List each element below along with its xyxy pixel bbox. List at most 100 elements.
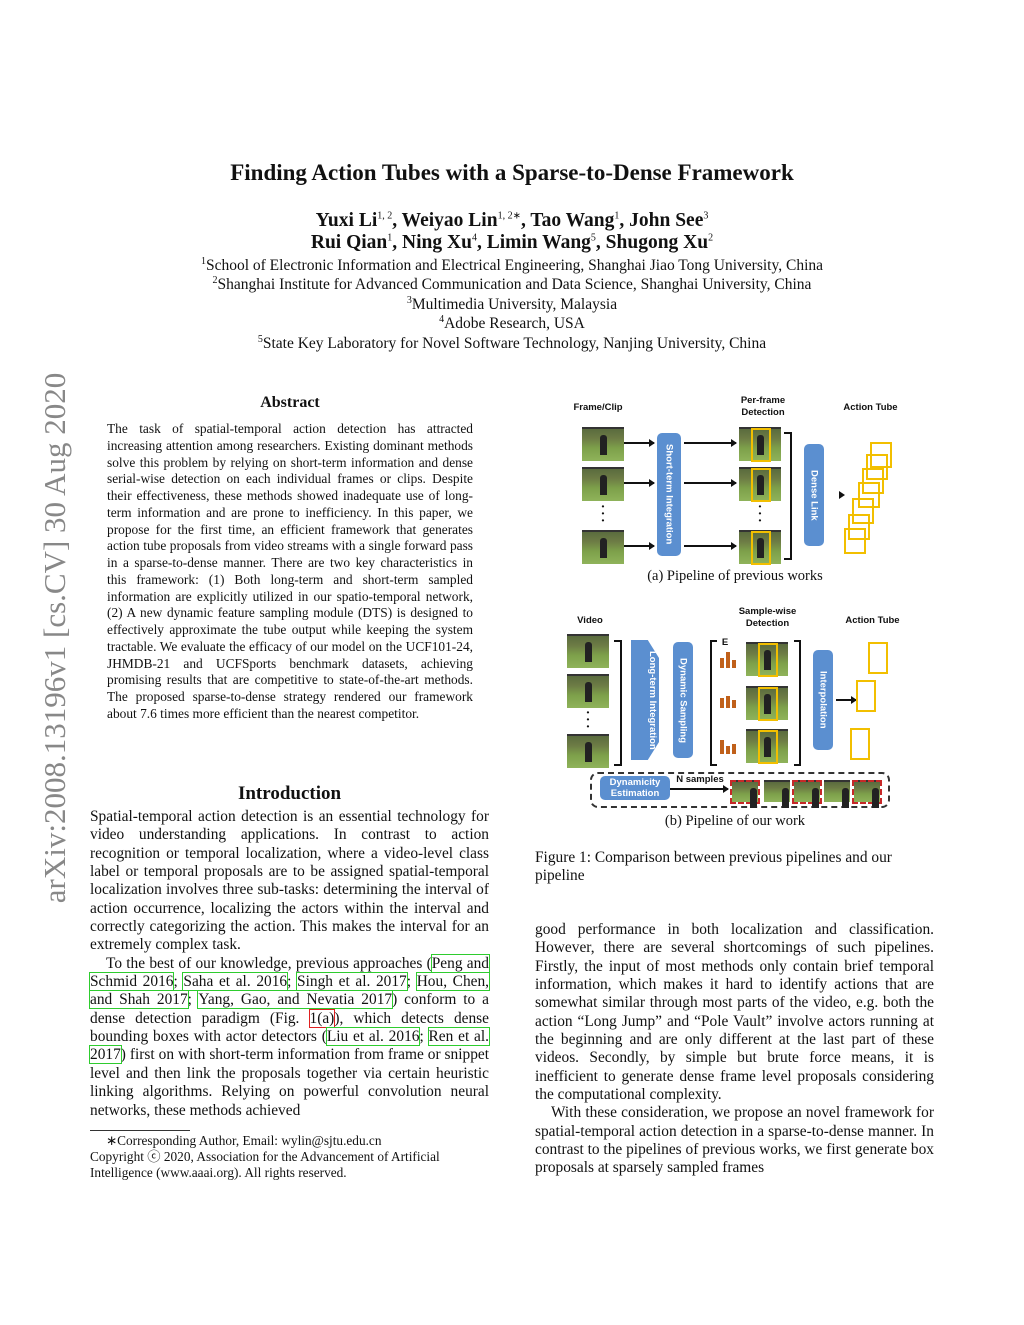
detection-frame xyxy=(746,729,788,764)
aff-text: School of Electronic Information and Ele… xyxy=(205,257,824,275)
figure-ref-link[interactable]: 1(a) xyxy=(308,1008,336,1028)
sep: ; xyxy=(287,973,298,991)
authors-line-1: Yuxi Li1, 2, Weiyao Lin1, 2∗, Tao Wang1,… xyxy=(315,210,709,231)
aff-sup: 4 xyxy=(439,314,445,325)
abstract-heading: Abstract xyxy=(260,394,320,411)
text: ) first on with short-term information f… xyxy=(90,1046,489,1119)
author-sup: 4 xyxy=(471,232,477,244)
citation-link[interactable]: Singh et al. 2017 xyxy=(296,972,408,992)
affiliation: 1School of Electronic Information and El… xyxy=(0,256,1024,275)
authors-line-2: Rui Qian1, Ning Xu4, Limin Wang5, Shugon… xyxy=(310,232,714,253)
bar-icon xyxy=(720,736,740,754)
author-sup: 2 xyxy=(708,232,714,244)
block-label: Short-term Integration xyxy=(663,444,675,545)
ellipsis-icon: ··· xyxy=(757,500,763,529)
dense-link-block: Dense Link xyxy=(804,444,824,546)
citation-link[interactable]: Ren et al. 2017 xyxy=(89,1027,490,1065)
sample-frame xyxy=(792,780,822,808)
arrow-icon xyxy=(670,785,729,793)
block-label: Long-term Integration xyxy=(647,650,658,750)
short-term-integration-block: Short-term Integration xyxy=(657,433,681,556)
citation-link[interactable]: Hou, Chen, and Shah 2017 xyxy=(88,972,491,1010)
video-frame xyxy=(567,634,609,668)
affiliation: 5State Key Laboratory for Novel Software… xyxy=(0,334,1024,353)
video-frame xyxy=(567,674,609,708)
sample-frame xyxy=(852,780,882,808)
video-frame xyxy=(582,467,624,501)
arrow-icon xyxy=(684,479,737,487)
arxiv-identifier[interactable]: arXiv:2008.13196v1 [cs.CV] 30 Aug 2020 xyxy=(37,372,72,904)
label-per-frame-detection: Per-frame Detection xyxy=(740,395,786,418)
bracket xyxy=(784,432,792,560)
affiliation: 4Adobe Research, USA xyxy=(0,314,1024,333)
author: Tao Wang xyxy=(530,210,615,231)
intro-paragraph-2: To the best of our knowledge, previous a… xyxy=(88,953,491,1120)
citation-link[interactable]: Saha et al. 2016 xyxy=(182,972,289,992)
arrow-icon xyxy=(684,439,737,447)
right-paragraph-2: With these consideration, we propose an … xyxy=(535,1104,934,1177)
detection-frame xyxy=(739,530,781,565)
arrow-icon xyxy=(624,439,655,447)
block-label: Dense Link xyxy=(808,469,820,521)
citation-link[interactable]: Peng and Schmid 2016 xyxy=(89,953,490,992)
footnote-rule xyxy=(90,1130,190,1131)
block-label: Interpolation xyxy=(817,671,829,729)
detection-frame xyxy=(739,467,781,502)
action-tube-boxes xyxy=(844,442,894,554)
citation-link[interactable]: Liu et al. 2016 xyxy=(325,1027,421,1047)
right-column-body: good performance in both localization an… xyxy=(535,921,934,1178)
intro-paragraph-1: Spatial-temporal action detection is an … xyxy=(90,808,489,954)
bracket xyxy=(614,640,622,766)
author: John See xyxy=(629,210,704,231)
label-frame-clip: Frame/Clip xyxy=(573,402,623,413)
dynamicity-estimation-block: Dynamicity Estimation xyxy=(600,776,670,800)
ellipsis-icon: ··· xyxy=(600,500,606,529)
sep: ; xyxy=(406,973,417,991)
aff-text: Multimedia University, Malaysia xyxy=(411,296,618,314)
abstract-text: The task of spatial-temporal action dete… xyxy=(107,421,473,721)
detection-frame xyxy=(739,427,781,462)
aff-text: State Key Laboratory for Novel Software … xyxy=(262,335,767,353)
arrow-icon xyxy=(792,491,845,499)
long-term-integration-block: Long-term Integration xyxy=(631,640,659,760)
video-frame xyxy=(567,734,609,768)
author-sup: 3 xyxy=(703,210,709,222)
footnote: ∗Corresponding Author, Email: wylin@sjtu… xyxy=(90,1130,489,1181)
figure-1a: Frame/Clip Per-frame Detection Action Tu… xyxy=(560,390,910,590)
bar-icon xyxy=(720,694,740,708)
sampling-detail-region xyxy=(590,772,890,808)
ellipsis-icon: ··· xyxy=(585,706,591,735)
affiliation: 2Shanghai Institute for Advanced Communi… xyxy=(0,275,1024,294)
detection-frame xyxy=(746,642,788,677)
aff-text: Adobe Research, USA xyxy=(444,315,585,333)
sample-frame xyxy=(730,780,760,808)
label-e: E xyxy=(721,637,729,648)
author-sup: 1 xyxy=(614,210,620,222)
text: To the best of our knowledge, previous a… xyxy=(106,954,432,972)
right-paragraph-1: good performance in both localization an… xyxy=(535,921,934,1104)
affiliation: 3Multimedia University, Malaysia xyxy=(0,295,1024,314)
aff-sup: 3 xyxy=(406,295,412,306)
citation-link[interactable]: Yang, Gao, and Nevatia 2017 xyxy=(197,990,394,1010)
detection-frame xyxy=(746,686,788,721)
aff-text: Shanghai Institute for Advanced Communic… xyxy=(217,276,812,294)
author-sup: 5 xyxy=(590,232,596,244)
label-video: Video xyxy=(577,615,603,626)
corresponding-author: ∗Corresponding Author, Email: wylin@sjtu… xyxy=(106,1133,382,1148)
figure-1-caption: Figure 1: Comparison between previous pi… xyxy=(535,849,892,885)
figure-1b: Video Sample-wise Detection Action Tube … xyxy=(560,600,910,830)
arrow-icon xyxy=(836,696,857,704)
introduction-heading: Introduction xyxy=(237,783,342,804)
video-frame xyxy=(582,427,624,461)
sample-frame xyxy=(764,780,790,808)
bar-icon xyxy=(720,650,740,668)
arrow-icon xyxy=(684,542,737,550)
bbox xyxy=(751,428,771,462)
video-frame xyxy=(582,530,624,564)
label-action-tube: Action Tube xyxy=(843,402,898,413)
author: Yuxi Li xyxy=(315,210,378,231)
arrow-icon xyxy=(624,479,655,487)
copyright: Copyright ⓒ 2020, Association for the Ad… xyxy=(90,1149,440,1180)
sample-frame xyxy=(824,780,850,808)
